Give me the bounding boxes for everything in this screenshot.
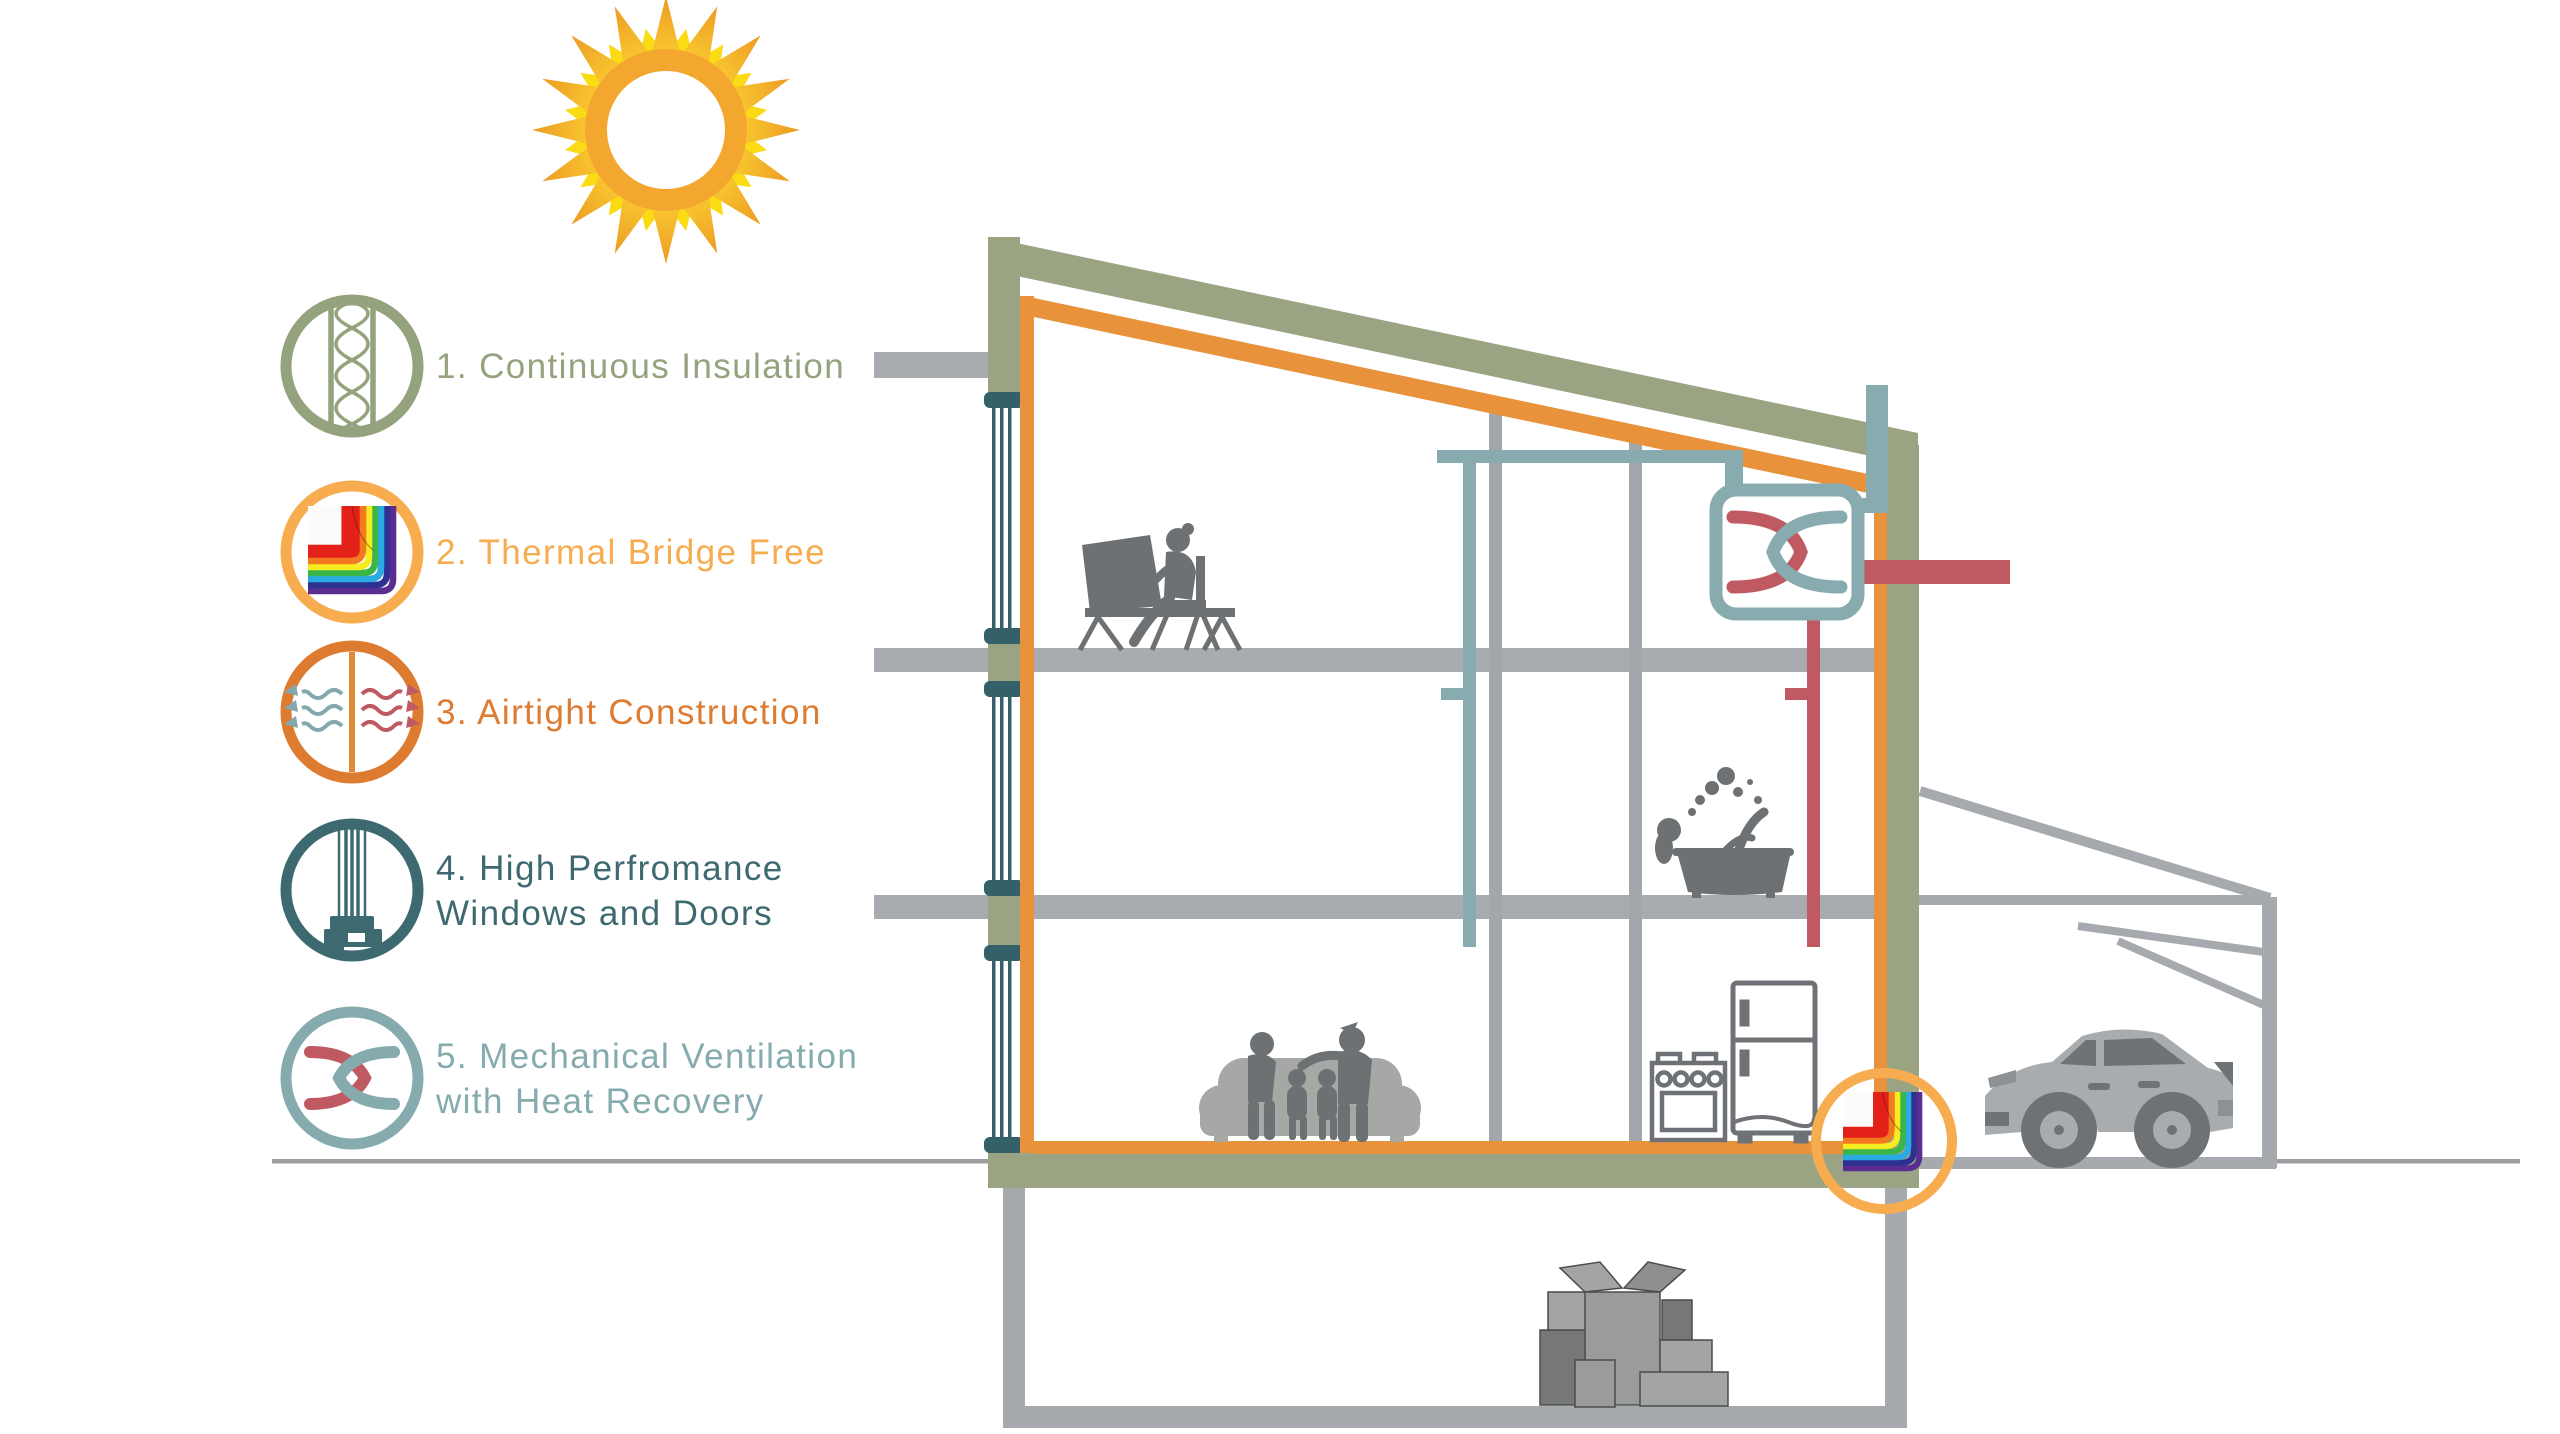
garage-floor: [1918, 1157, 2276, 1169]
exfiltration-arrows: [360, 688, 403, 732]
legend-item-thermal-bridge-free: 2. Thermal Bridge Free: [436, 530, 826, 575]
legend-label-line: 4. High Perfromance: [436, 849, 784, 888]
bubbles: [1717, 767, 1735, 785]
legend-label-line: 5. Mechanical Ventilation: [436, 1037, 859, 1076]
sun-icon: [532, 0, 800, 264]
mother-head: [1250, 1032, 1274, 1056]
bathtub-body: [1678, 856, 1790, 895]
interior-wall-right: [1629, 442, 1642, 1141]
garage-door-panel: [2116, 937, 2268, 1010]
legend-item-airtight-construction: 3. Airtight Construction: [436, 690, 822, 735]
kitchen: [1649, 980, 1818, 1144]
supply-duct: [1437, 450, 1743, 947]
heat-recovery-ventilator: [1709, 483, 1865, 621]
roof: [988, 237, 1918, 466]
car-front-hub: [2054, 1125, 2064, 1135]
basement-left-wall: [1003, 1186, 1025, 1428]
bather-leg: [1733, 807, 1769, 857]
airtight-layer: [1020, 296, 1887, 1154]
garage-right-wall: [2262, 897, 2277, 1168]
legend-label-line: Windows and Doors: [436, 894, 773, 933]
couch-family: [1199, 1022, 1421, 1142]
legend-label-line: 2. Thermal Bridge Free: [436, 533, 827, 572]
legend-item-continuous-insulation: 1. Continuous Insulation: [436, 344, 845, 389]
fridge: [1730, 980, 1818, 1144]
car-rear-hub: [2167, 1125, 2177, 1135]
basement-right-wall: [1885, 1186, 1907, 1428]
floor-insulation-band: [988, 1153, 1919, 1188]
legend-label-line: 1. Continuous Insulation: [436, 347, 846, 386]
car-tail-light: [2218, 1100, 2233, 1116]
bathtub-rim: [1672, 848, 1794, 856]
thermal-bridge-corner-detail: [1843, 1091, 1923, 1172]
thermal-corner-icon: [280, 480, 424, 624]
stove: [1649, 1051, 1728, 1143]
insulation-batt-icon: [280, 294, 424, 438]
passive-house-cross-section: [984, 237, 1919, 1188]
basement: [1003, 1186, 1907, 1428]
child-head: [1288, 1069, 1306, 1087]
car-rear-window: [2104, 1038, 2186, 1066]
desk-person: [1077, 523, 1243, 652]
floor-slab-upper: [874, 648, 1874, 672]
legend-item-mechanical-ventilation: 5. Mechanical Ventilation with Heat Reco…: [436, 1034, 858, 1124]
basement-floor: [1003, 1406, 1907, 1428]
car-door-handle: [2088, 1083, 2110, 1090]
hrv-warm-stream: [1726, 510, 1808, 594]
airtight-membrane-icon: [280, 640, 424, 784]
garage: [1918, 786, 2277, 1169]
child-head-2: [1318, 1069, 1336, 1087]
cardboard-boxes: [1539, 1261, 1729, 1408]
right-wall: [1887, 445, 1919, 1153]
legend-label-line: 3. Airtight Construction: [436, 693, 822, 732]
heat-exchanger-icon: [280, 1006, 424, 1150]
couch: [1199, 1058, 1421, 1142]
father-arm: [1297, 1050, 1357, 1071]
father-head: [1339, 1027, 1365, 1053]
garage-roof-line: [1918, 786, 2272, 903]
floor-slab-middle: [874, 895, 1874, 919]
infiltration-arrows: [301, 688, 344, 732]
thermal-detail-circle: [1811, 1068, 1957, 1214]
legend-item-high-performance-windows: 4. High Perfromance Windows and Doors: [436, 846, 784, 936]
person-head: [1166, 528, 1190, 552]
legend-label-line: with Heat Recovery: [436, 1082, 765, 1121]
garage-door-rail: [2077, 922, 2265, 956]
window-unit-bottom: [984, 945, 1024, 1153]
car: [1985, 1029, 2233, 1168]
car-door-handle-2: [2138, 1081, 2160, 1088]
car-tail-detail: [2214, 1062, 2233, 1086]
hrv-cool-stream: [1766, 510, 1848, 594]
window-unit-middle: [984, 681, 1024, 896]
car-headlight: [1988, 1070, 2016, 1088]
outdoor-air-duct: [1858, 560, 2010, 584]
bathtub-person: [1655, 767, 1794, 898]
extract-duct: [1785, 560, 2010, 947]
window-unit-top: [984, 392, 1024, 644]
window-section-icon: [280, 818, 424, 962]
car-grille: [1985, 1112, 2009, 1126]
interior-wall-left: [1489, 412, 1502, 1141]
car-front-window: [2060, 1040, 2096, 1066]
garage-ceiling: [1918, 895, 2270, 905]
exterior-shade-fin: [874, 352, 988, 378]
laptop-screen: [1082, 535, 1162, 612]
